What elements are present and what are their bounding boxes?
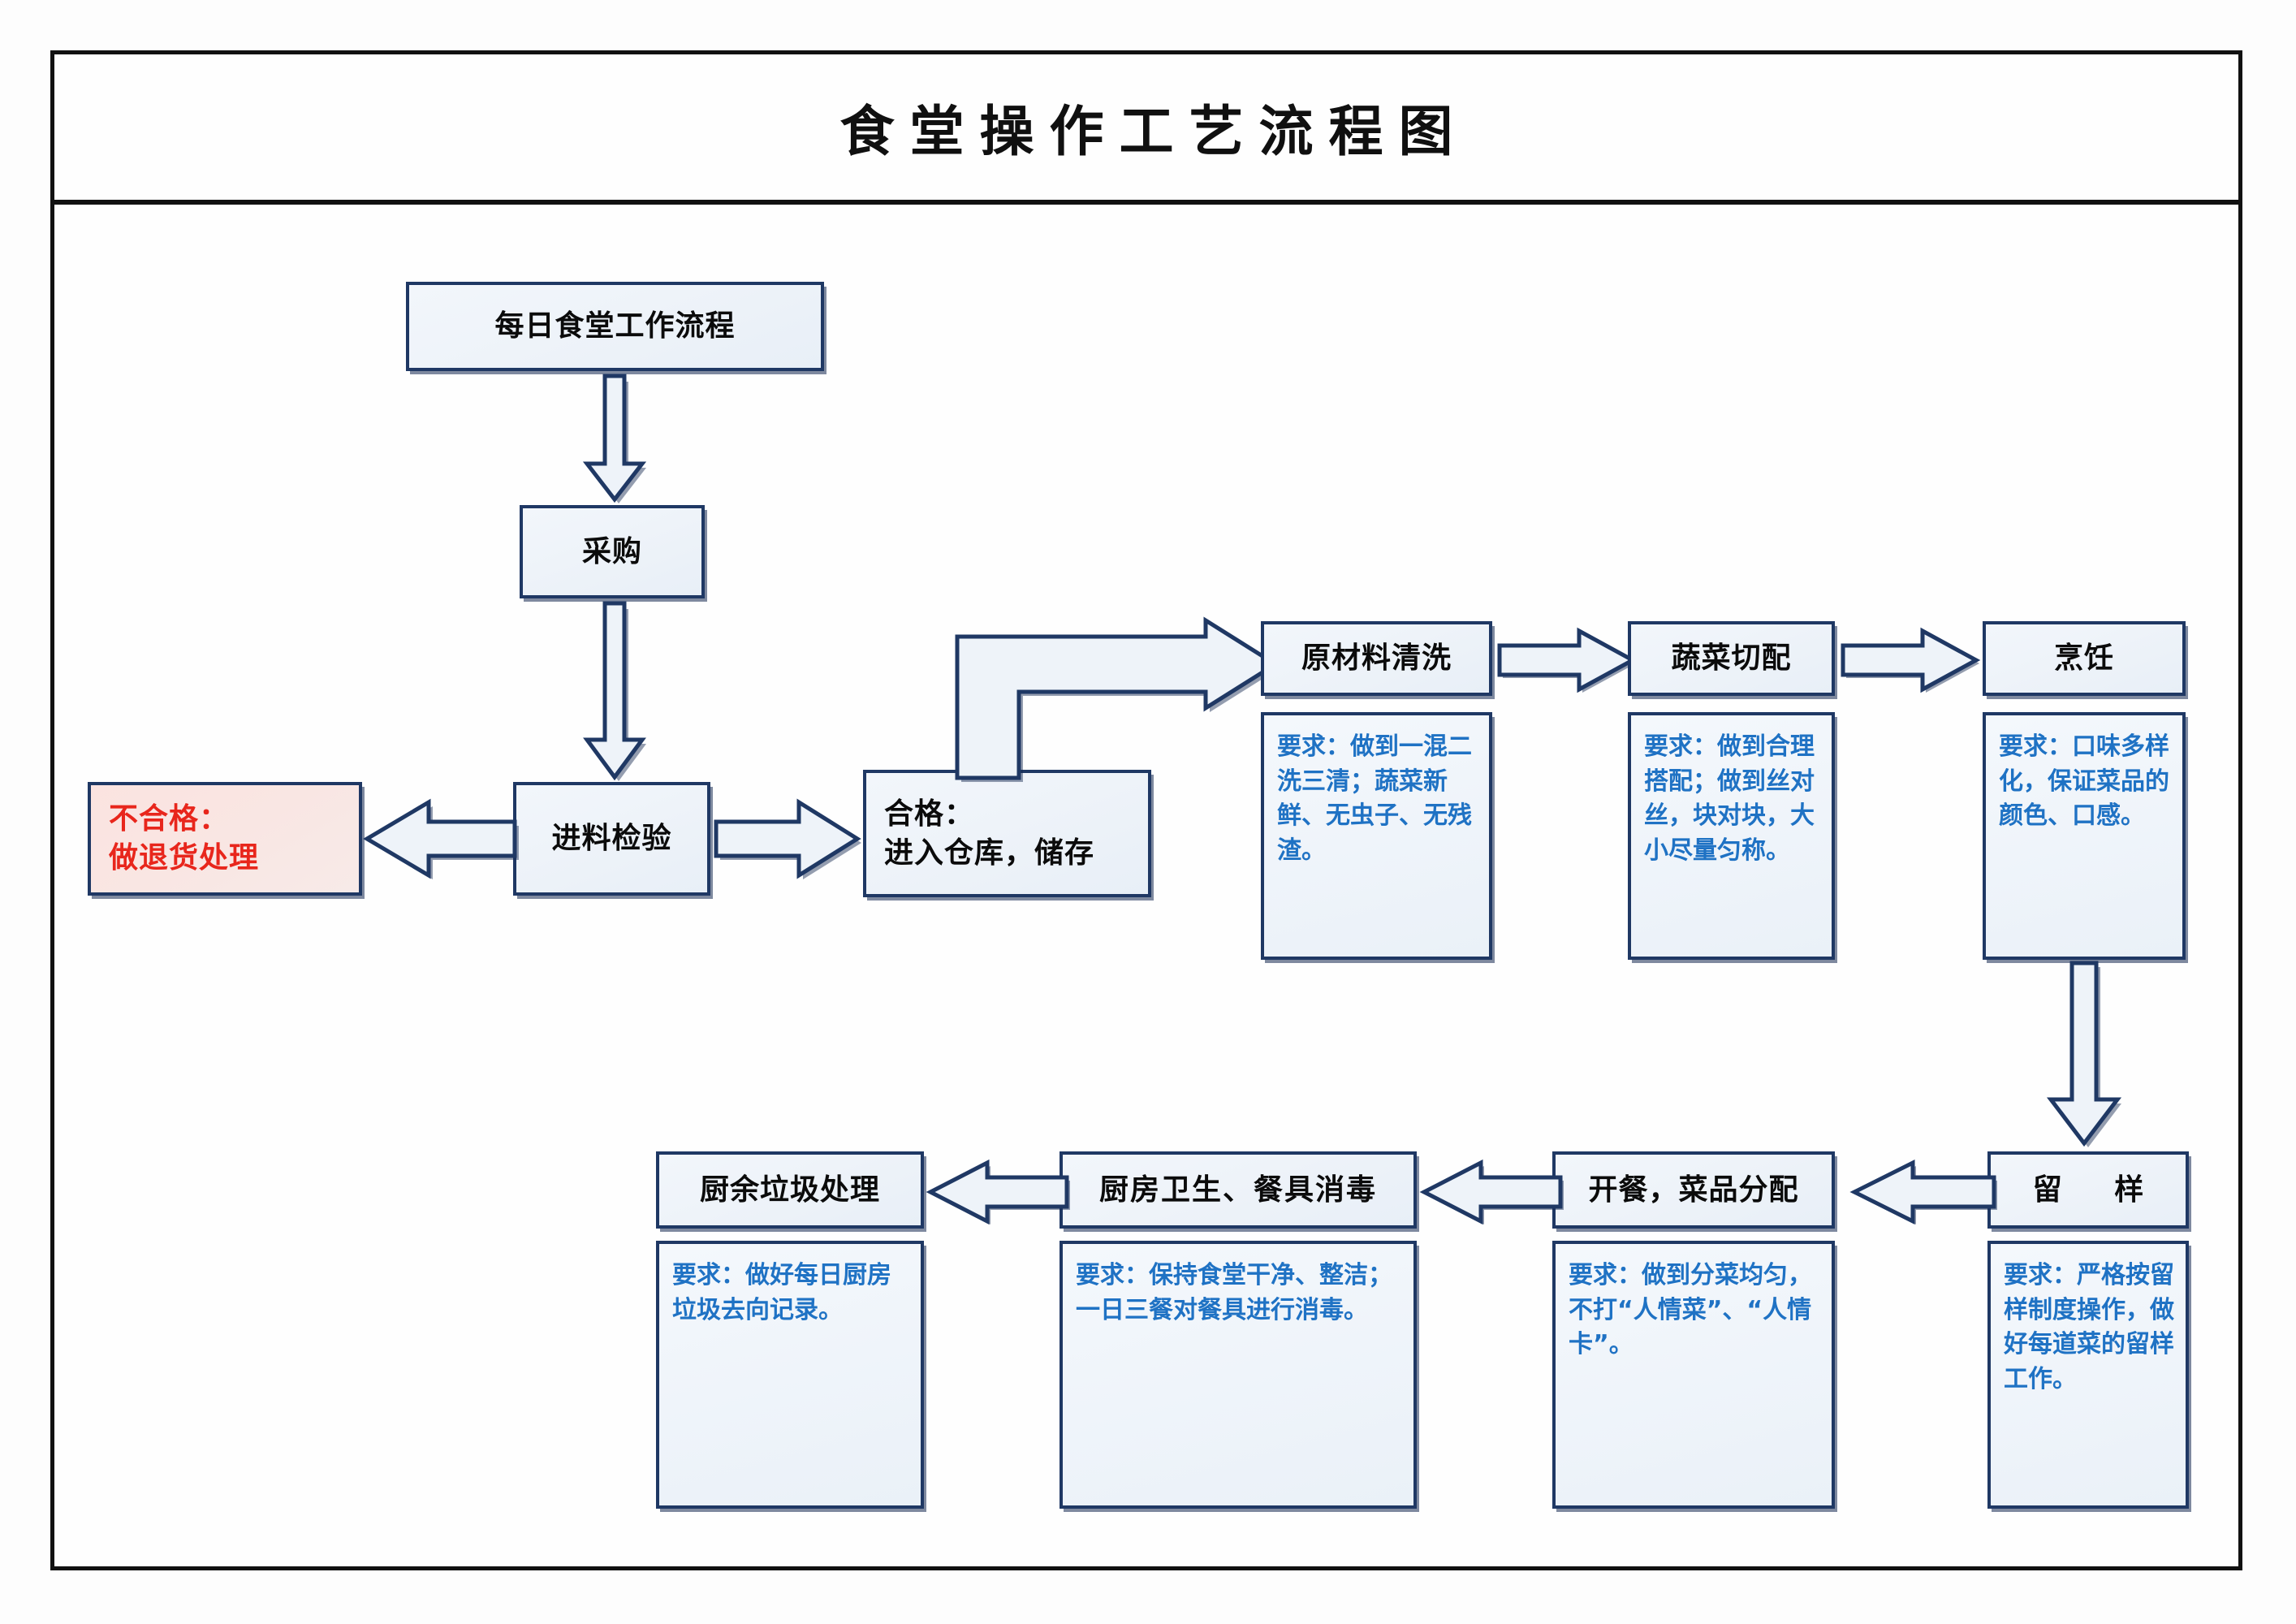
node-waste-label: 厨余垃圾处理 xyxy=(699,1173,880,1207)
note-serve-text: 要求：做到分菜均匀，不打“人情菜”、“人情卡”。 xyxy=(1569,1261,1812,1359)
arrow-clean-to-waste xyxy=(926,1159,1070,1225)
title-band: 食堂操作工艺流程图 xyxy=(50,50,2242,205)
node-wash-label: 原材料清洗 xyxy=(1301,641,1452,676)
node-serve[interactable]: 开餐，菜品分配 xyxy=(1552,1151,1835,1229)
note-clean: 要求：保持食堂干净、整洁；一日三餐对餐具进行消毒。 xyxy=(1060,1241,1417,1509)
node-cut-label: 蔬菜切配 xyxy=(1671,641,1792,676)
note-clean-text: 要求：保持食堂干净、整洁；一日三餐对餐具进行消毒。 xyxy=(1076,1261,1392,1324)
node-pass-label: 合格： 进入仓库，储存 xyxy=(884,797,1095,870)
arrow-wash-to-cut xyxy=(1497,627,1638,693)
page-title: 食堂操作工艺流程图 xyxy=(839,100,1469,163)
note-wash-text: 要求：做到一混二洗三清；蔬菜新鲜、无虫子、无残渣。 xyxy=(1277,732,1472,865)
arrow-serve-to-clean xyxy=(1419,1159,1564,1225)
node-inspection[interactable]: 进料检验 xyxy=(513,782,710,896)
arrow-inspection-to-reject xyxy=(363,794,519,883)
note-cook-text: 要求：口味多样化，保证菜品的颜色、口感。 xyxy=(1999,732,2169,831)
note-sample: 要求：严格按留样制度操作，做好每道菜的留样工作。 xyxy=(1987,1241,2189,1509)
arrow-sample-to-serve xyxy=(1849,1159,1997,1225)
node-purchase-label: 采购 xyxy=(581,534,642,568)
node-sample[interactable]: 留 样 xyxy=(1987,1151,2189,1229)
note-waste: 要求：做好每日厨房垃圾去向记录。 xyxy=(656,1241,924,1509)
node-start-label: 每日食堂工作流程 xyxy=(494,309,736,343)
node-cook-label: 烹饪 xyxy=(2053,641,2114,676)
note-cook: 要求：口味多样化，保证菜品的颜色、口感。 xyxy=(1983,712,2186,960)
node-serve-label: 开餐，菜品分配 xyxy=(1588,1173,1799,1207)
arrow-cook-to-sample xyxy=(2046,960,2122,1147)
arrow-pass-to-wash xyxy=(954,616,1280,782)
note-serve: 要求：做到分菜均匀，不打“人情菜”、“人情卡”。 xyxy=(1552,1241,1835,1509)
node-purchase[interactable]: 采购 xyxy=(520,505,705,598)
note-cut-text: 要求：做到合理搭配；做到丝对丝，块对块，大小尽量匀称。 xyxy=(1644,732,1815,865)
node-inspection-label: 进料检验 xyxy=(551,822,672,856)
arrow-start-to-purchase xyxy=(578,373,651,503)
arrow-purchase-to-inspection xyxy=(578,600,651,781)
note-wash: 要求：做到一混二洗三清；蔬菜新鲜、无虫子、无残渣。 xyxy=(1261,712,1492,960)
arrow-cut-to-cook xyxy=(1841,627,1981,693)
node-start[interactable]: 每日食堂工作流程 xyxy=(406,282,824,371)
node-sample-label: 留 样 xyxy=(2032,1173,2165,1207)
node-waste[interactable]: 厨余垃圾处理 xyxy=(656,1151,924,1229)
node-reject-label: 不合格： 做退货处理 xyxy=(109,802,260,875)
node-clean[interactable]: 厨房卫生、餐具消毒 xyxy=(1060,1151,1417,1229)
arrow-inspection-to-pass xyxy=(714,794,861,883)
note-cut: 要求：做到合理搭配；做到丝对丝，块对块，大小尽量匀称。 xyxy=(1628,712,1835,960)
note-waste-text: 要求：做好每日厨房垃圾去向记录。 xyxy=(672,1261,891,1324)
node-clean-label: 厨房卫生、餐具消毒 xyxy=(1098,1173,1377,1207)
node-reject[interactable]: 不合格： 做退货处理 xyxy=(88,782,362,896)
node-cook[interactable]: 烹饪 xyxy=(1983,621,2186,696)
node-wash[interactable]: 原材料清洗 xyxy=(1261,621,1492,696)
note-sample-text: 要求：严格按留样制度操作，做好每道菜的留样工作。 xyxy=(2004,1261,2174,1393)
node-pass[interactable]: 合格： 进入仓库，储存 xyxy=(863,770,1151,897)
node-cut[interactable]: 蔬菜切配 xyxy=(1628,621,1835,696)
